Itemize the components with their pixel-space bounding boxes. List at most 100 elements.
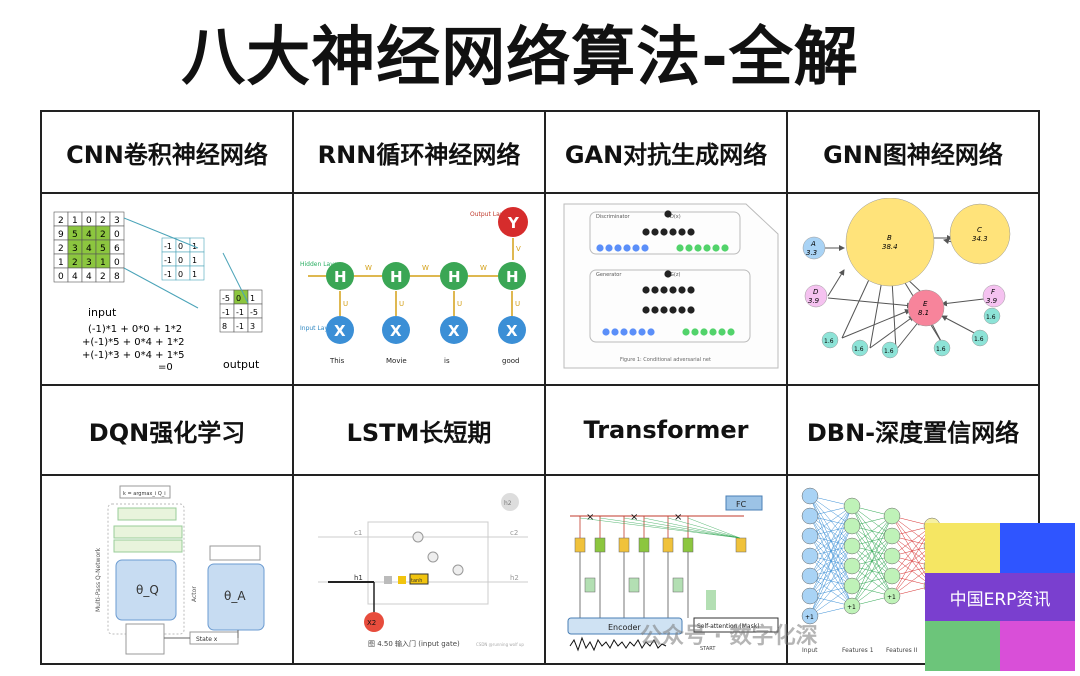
gnn-node [802, 236, 826, 260]
cnn-input-value: 4 [86, 272, 92, 282]
gan-node [678, 286, 686, 294]
rnn-weight-v: V [516, 245, 521, 253]
transformer-token [628, 577, 640, 593]
gan-node [660, 286, 668, 294]
rnn-hidden-node [382, 262, 410, 290]
gnn-node-name: B [887, 234, 892, 242]
gan-node [687, 228, 695, 236]
gan-node [642, 306, 650, 314]
gan-node [632, 244, 640, 252]
gan-discriminator-label: Discriminator [596, 214, 631, 220]
transformer-fc: FC [736, 500, 747, 509]
dbn-neuron [843, 537, 861, 555]
gnn-leaf-node [971, 329, 989, 347]
cnn-kernel-value: 0 [178, 256, 183, 265]
lstm-x2: X2 [367, 619, 376, 627]
cnn-input-value: 2 [58, 244, 64, 254]
gan-node [611, 328, 619, 336]
cnn-output-value: -5 [222, 294, 230, 303]
dqn-state-label: State x [196, 636, 218, 643]
badge-label: 中国ERP资讯 [925, 573, 1075, 621]
dbn-input-label: Input [802, 647, 818, 654]
rnn-input-node [382, 316, 410, 344]
cnn-input-cell [109, 267, 125, 283]
cnn-output-value: -1 [236, 322, 244, 331]
cnn-formula-line: +(-1)*5 + 0*4 + 1*2 [82, 337, 184, 348]
rnn-hidden-letter: H [334, 268, 347, 286]
cnn-output-value: 1 [250, 294, 255, 303]
cnn-output-value: -1 [222, 308, 230, 317]
cnn-title: CNN卷积神经网络 [66, 140, 268, 169]
page-title: 八大神经网络算法-全解 [181, 21, 859, 95]
gan-node [669, 286, 677, 294]
dqn-diagram: k = argmax_i Q_i θ_Q θ_A Actor Multi-Pas… [48, 482, 288, 657]
rnn-weight-u: U [399, 300, 404, 308]
cnn-input-value: 1 [100, 258, 106, 268]
cnn-output-value: -5 [250, 308, 258, 317]
gan-node [651, 228, 659, 236]
gan-node [664, 270, 672, 278]
transformer-encoder: Encoder [608, 623, 641, 632]
transformer-title: Transformer [583, 416, 749, 444]
badge-tile [1000, 523, 1075, 573]
gan-node [638, 328, 646, 336]
gan-node [678, 306, 686, 314]
gan-node [647, 328, 655, 336]
gan-node [669, 306, 677, 314]
gan-node [721, 244, 729, 252]
rnn-hidden-letter: H [506, 268, 519, 286]
dbn-neuron [883, 567, 901, 585]
dqn-theta-q: θ_Q [136, 583, 159, 597]
gan-node [605, 244, 613, 252]
dbn-title: DBN-深度置信网络 [806, 418, 1020, 447]
cnn-input-value: 0 [58, 272, 64, 282]
dbn-neuron [801, 607, 819, 625]
cnn-input-value: 9 [58, 230, 64, 240]
watermark: 公众号 · 数字化深 [640, 624, 818, 649]
gnn-node-value: 8.1 [918, 309, 929, 317]
cnn-kernel-value: 1 [192, 270, 197, 279]
grid-line [42, 192, 1038, 194]
cnn-input-value: 0 [86, 216, 92, 226]
gan-node [703, 244, 711, 252]
dbn-neuron [843, 557, 861, 575]
gnn-node-name: F [991, 288, 996, 296]
rnn-word: is [444, 357, 450, 365]
gan-node [685, 244, 693, 252]
dbn-neuron [883, 547, 901, 565]
dqn-actor-label: Actor [191, 586, 198, 602]
cnn-input-value: 5 [72, 230, 78, 240]
grid-line [786, 112, 788, 663]
rnn-title: RNN循环神经网络 [317, 140, 521, 169]
rnn-weight-u: U [457, 300, 462, 308]
rnn-output-letter: Y [507, 214, 520, 232]
dbn-neuron [843, 577, 861, 595]
lstm-h2-node: h2 [504, 500, 512, 507]
gnn-leaf-node [983, 307, 1001, 325]
gnn-leaf-node [881, 341, 899, 359]
gnn-node [845, 198, 935, 287]
dqn-side-label: Multi-Pass Q-Network [95, 547, 102, 612]
badge-tile [925, 523, 1000, 573]
dbn-bias: +1 [847, 604, 856, 611]
badge-tile [1000, 621, 1075, 671]
gan-diagram: Discriminator Generator D(x) G(z) Figure… [550, 198, 782, 378]
transformer-token [618, 537, 630, 553]
rnn-weight-w: W [422, 264, 429, 272]
gan-node [651, 306, 659, 314]
transformer-self-attention: Self-attention (Mask) [697, 623, 760, 630]
rnn-weight-u: U [343, 300, 348, 308]
dbn-features-1: Features 1 [842, 647, 874, 654]
lstm-caption: 图 4.50 输入门 (input gate) [368, 639, 460, 648]
gan-node [687, 286, 695, 294]
rnn-input-node [326, 316, 354, 344]
dbn-neuron [843, 497, 861, 515]
lstm-h2: h2 [510, 574, 519, 582]
gnn-node [804, 284, 828, 308]
dbn-features-2: Features II [886, 647, 917, 654]
gan-node [718, 328, 726, 336]
dbn-neuron [883, 507, 901, 525]
gan-node [651, 286, 659, 294]
cnn-output-value: 3 [250, 322, 255, 331]
